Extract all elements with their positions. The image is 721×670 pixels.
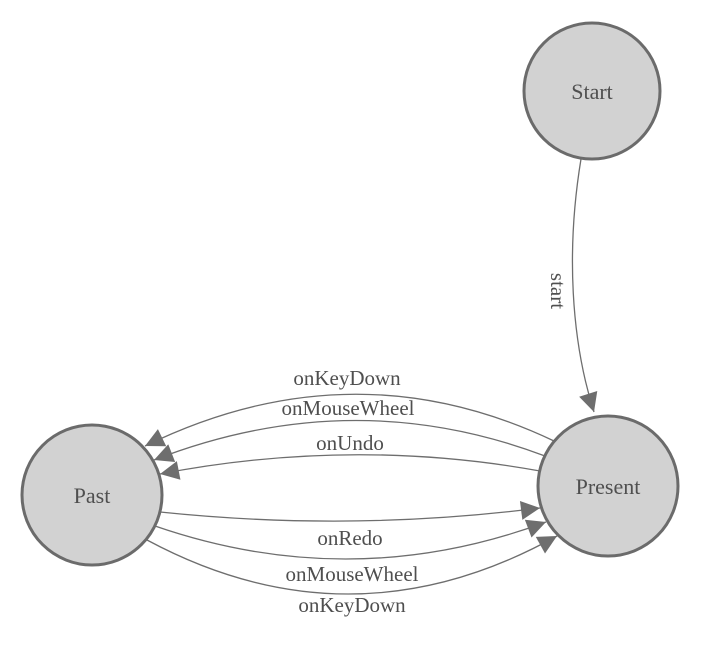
node-start-label: Start xyxy=(571,79,613,104)
edge-label-onkeydown-bottom: onKeyDown xyxy=(298,593,406,617)
node-present-label: Present xyxy=(576,474,641,499)
node-past-label: Past xyxy=(74,483,111,508)
node-past: Past xyxy=(20,423,164,567)
node-past-circle xyxy=(20,423,164,567)
edge-label-start: start xyxy=(546,273,570,309)
edge-past-to-present-onredo xyxy=(159,500,541,522)
edge-label-onkeydown-top: onKeyDown xyxy=(293,366,401,390)
edge-present-to-past-onkeydown xyxy=(144,393,555,447)
edge-past-to-present-onmousewheel xyxy=(154,519,547,560)
node-start: Start xyxy=(522,21,662,161)
edge-label-onundo: onUndo xyxy=(316,431,384,455)
node-present: Present xyxy=(536,414,680,558)
edge-present-to-past-onmousewheel xyxy=(153,419,546,462)
edge-present-to-past-onundo xyxy=(159,454,541,480)
edge-past-to-present-onkeydown xyxy=(146,535,558,595)
edge-label-onmousewheel-bottom: onMouseWheel xyxy=(286,562,419,586)
edge-label-onmousewheel-top: onMouseWheel xyxy=(282,396,415,420)
edge-label-onredo: onRedo xyxy=(317,526,382,550)
node-present-circle xyxy=(536,414,680,558)
node-start-circle xyxy=(522,21,662,161)
edge-start-to-present xyxy=(571,158,598,413)
